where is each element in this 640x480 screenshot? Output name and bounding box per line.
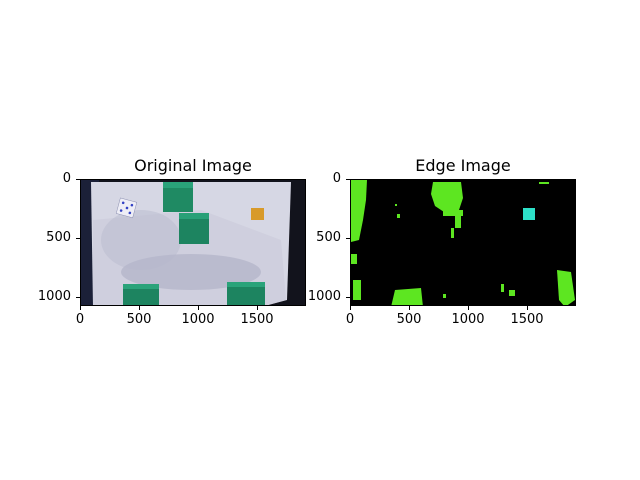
tick-mark: [527, 306, 528, 310]
mask-blob: [557, 270, 575, 305]
tick-mark: [350, 306, 351, 310]
y-tick-label: 500: [46, 230, 71, 245]
tick-mark: [257, 306, 258, 310]
y-tick-label: 1000: [37, 289, 71, 304]
y-tick-label: 0: [332, 171, 341, 186]
mask-cyan-square: [523, 208, 535, 220]
tick-mark: [409, 306, 410, 310]
y-tick-label: 0: [62, 171, 71, 186]
orange-marker: [251, 208, 264, 220]
y-tick-label: 1000: [307, 289, 341, 304]
x-tick-label: 1000: [451, 312, 485, 327]
tick-mark: [346, 238, 350, 239]
tick-mark: [80, 306, 81, 310]
panel-title-edge: Edge Image: [415, 156, 511, 175]
green-block-bottom-right: [227, 282, 265, 305]
tick-mark: [346, 297, 350, 298]
tick-mark: [76, 179, 80, 180]
original-image: [81, 180, 305, 305]
tick-mark: [198, 306, 199, 310]
y-tick-label: 500: [316, 230, 341, 245]
x-tick-label: 0: [345, 312, 355, 327]
die: [115, 197, 138, 219]
green-block-bottom-left: [123, 284, 159, 305]
tick-mark: [346, 179, 350, 180]
x-tick-label: 1500: [240, 312, 274, 327]
original-image-axes: [80, 179, 306, 306]
x-tick-label: 500: [126, 312, 152, 327]
x-tick-label: 1000: [181, 312, 215, 327]
edge-image-axes: [350, 179, 576, 306]
edge-image: [351, 180, 575, 305]
tick-mark: [76, 297, 80, 298]
x-tick-label: 500: [396, 312, 422, 327]
x-tick-label: 1500: [510, 312, 544, 327]
mask-blob: [431, 182, 463, 214]
panel-title-original: Original Image: [134, 156, 252, 175]
mask-blob: [391, 288, 423, 305]
tick-mark: [139, 306, 140, 310]
tick-mark: [468, 306, 469, 310]
mask-blob: [351, 180, 367, 242]
tick-mark: [76, 238, 80, 239]
x-tick-label: 0: [75, 312, 85, 327]
